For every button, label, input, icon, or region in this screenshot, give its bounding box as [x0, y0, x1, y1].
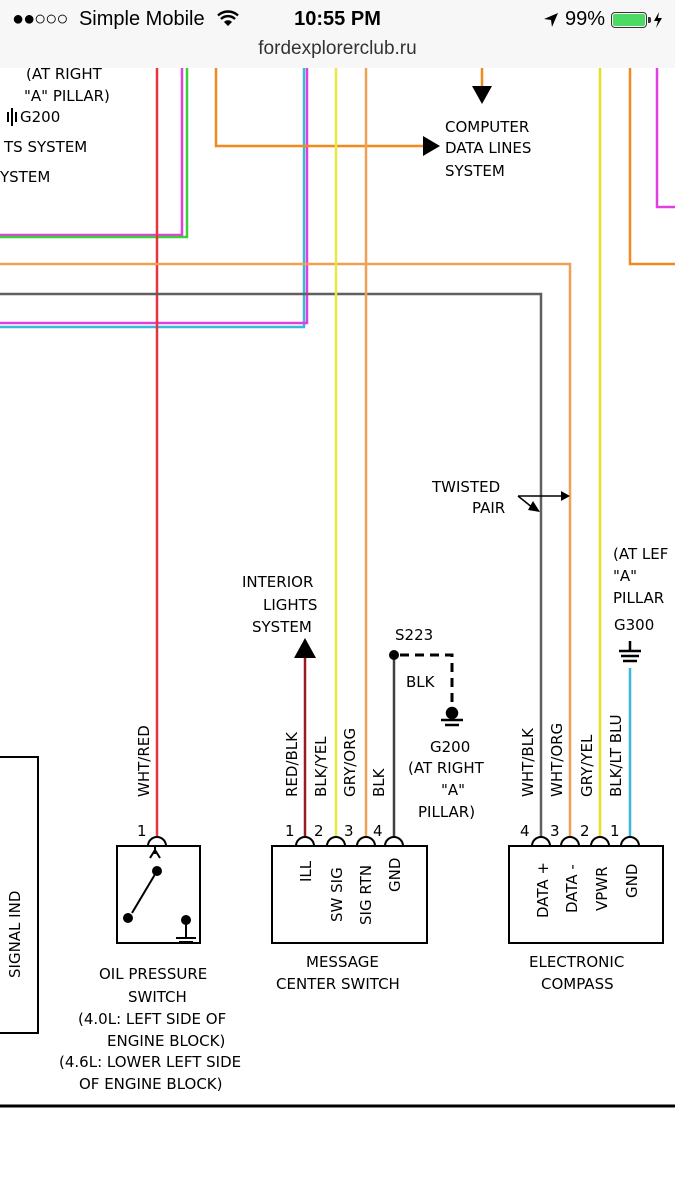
splice-loc2: "A" [441, 781, 465, 799]
splice-dot [389, 650, 399, 660]
wire-top-left-cyan [0, 68, 306, 329]
wire-label-cmp3: WHT/ORG [548, 723, 566, 797]
arrow-computer-data-icon [423, 136, 440, 156]
wire-label-msg4: BLK [370, 767, 388, 797]
connector-arcs [147, 836, 640, 847]
message-center-line1: MESSAGE [306, 953, 379, 971]
wire-top-left-magenta2 [0, 68, 309, 325]
left-ground-label: G300 [614, 616, 654, 634]
compass-pin-data-plus: DATA + [534, 862, 552, 918]
oil-switch-line5: (4.6L: LOWER LEFT SIDE [59, 1053, 241, 1071]
top-left-system2: YSTEM [0, 168, 50, 186]
left-ground-loc1: (AT LEF [613, 545, 668, 563]
wire-label-cmp4: WHT/BLK [519, 727, 537, 797]
left-ground-loc2: "A" [613, 567, 637, 585]
wire-label-cmp2: GRY/YEL [578, 734, 596, 797]
pin-msg-1: 1 [285, 822, 295, 840]
charging-bolt-icon [654, 11, 662, 28]
compass-box [508, 845, 664, 944]
oil-switch-box [116, 845, 201, 944]
computer-line1: COMPUTER [445, 118, 529, 136]
carrier-info: ●●○○○ Simple Mobile [12, 8, 240, 31]
oil-switch-line6: OF ENGINE BLOCK) [79, 1075, 223, 1093]
oil-switch-line4: ENGINE BLOCK) [107, 1032, 225, 1050]
pin-msg-2: 2 [314, 822, 324, 840]
left-ground-loc3: PILLAR [613, 589, 664, 607]
ground-g300-icon [619, 641, 641, 663]
ground-g200-icon [441, 706, 463, 727]
wire-label-msg1: RED/BLK [283, 731, 301, 797]
wire-label-msg3: GRY/ORG [341, 728, 359, 797]
compass-pin-vpwr: VPWR [593, 866, 611, 911]
pin-cmp-2: 2 [580, 822, 590, 840]
interior-line3: SYSTEM [252, 618, 312, 636]
location-arrow-icon [543, 12, 558, 27]
oil-switch-line1: OIL PRESSURE [99, 965, 207, 983]
twisted-pair-line1: TWISTED [431, 478, 500, 496]
twisted-pair-line2: PAIR [472, 499, 505, 517]
wire-top-left-magenta [0, 68, 184, 237]
top-left-pillar-line2: "A" PILLAR) [24, 87, 110, 105]
message-pin-sw-sig: SW SIG [328, 867, 346, 922]
wire-wht-org [0, 262, 572, 838]
compass-line2: COMPASS [541, 975, 614, 993]
splice-wire: BLK [406, 673, 436, 691]
wiring-diagram: (AT RIGHT "A" PILLAR) G200 TS SYSTEM YST… [0, 68, 675, 1108]
wire-magenta-right [655, 68, 675, 209]
wire-label-oil: WHT/RED [135, 725, 153, 797]
splice-loc3: PILLAR) [418, 803, 475, 821]
message-pin-ill: ILL [297, 860, 315, 882]
splice-loc1: (AT RIGHT [408, 759, 485, 777]
message-pin-sig-rtn: SIG RTN [357, 865, 375, 925]
address-bar[interactable]: fordexplorerclub.ru [0, 38, 675, 68]
clock: 10:55 PM [294, 8, 381, 30]
message-pin-gnd: GND [386, 858, 404, 892]
wire-label-cmp1: BLK/LT BLU [607, 714, 625, 797]
signal-ind-label: SIGNAL IND [6, 891, 24, 978]
ground-small-icon [7, 108, 17, 126]
pin-msg-3: 3 [344, 822, 354, 840]
arrow-down-icon [472, 86, 492, 104]
signal-strength-icon: ●●○○○ [12, 8, 68, 30]
top-left-pillar-line1: (AT RIGHT [26, 68, 103, 83]
compass-line1: ELECTRONIC [529, 953, 624, 971]
interior-line2: LIGHTS [263, 596, 317, 614]
switch-symbol-icon [123, 846, 196, 943]
wire-label-msg2: BLK/YEL [312, 736, 330, 797]
splice-dashed-wire [400, 653, 454, 706]
pin-oil-1: 1 [137, 822, 147, 840]
wire-wht-blk [0, 292, 543, 838]
battery-icon [611, 11, 651, 28]
wire-orange-right [628, 68, 675, 266]
pin-cmp-1: 1 [610, 822, 620, 840]
carrier-name: Simple Mobile [78, 8, 205, 30]
top-left-system1: TS SYSTEM [3, 138, 87, 156]
message-center-line2: CENTER SWITCH [276, 975, 400, 993]
splice-ground: G200 [430, 738, 470, 756]
battery-percent: 99% [564, 8, 605, 30]
splice-label: S223 [395, 626, 433, 644]
compass-pin-gnd: GND [623, 864, 641, 898]
battery-area: 99% [543, 8, 663, 31]
interior-line1: INTERIOR [242, 573, 313, 591]
page-bottom-blank [0, 1108, 675, 1200]
pin-cmp-4: 4 [520, 822, 530, 840]
computer-line3: SYSTEM [445, 162, 505, 180]
pin-cmp-3: 3 [550, 822, 560, 840]
oil-switch-line3: (4.0L: LEFT SIDE OF [78, 1010, 226, 1028]
wifi-icon [217, 10, 240, 26]
message-center-box [271, 845, 428, 944]
top-left-ground: G200 [20, 108, 60, 126]
wire-top-left-green [0, 68, 189, 239]
wire-orange-computer [214, 68, 425, 148]
url-text[interactable]: fordexplorerclub.ru [258, 38, 417, 59]
pin-msg-4: 4 [373, 822, 383, 840]
status-bar: ●●○○○ Simple Mobile 10:55 PM 99% [0, 0, 675, 38]
signal-ind-box [0, 756, 39, 1034]
arrow-interior-lights-icon [294, 638, 316, 658]
compass-pin-data-minus: DATA - [563, 864, 581, 913]
computer-line2: DATA LINES [445, 139, 531, 157]
oil-switch-line2: SWITCH [128, 988, 187, 1006]
